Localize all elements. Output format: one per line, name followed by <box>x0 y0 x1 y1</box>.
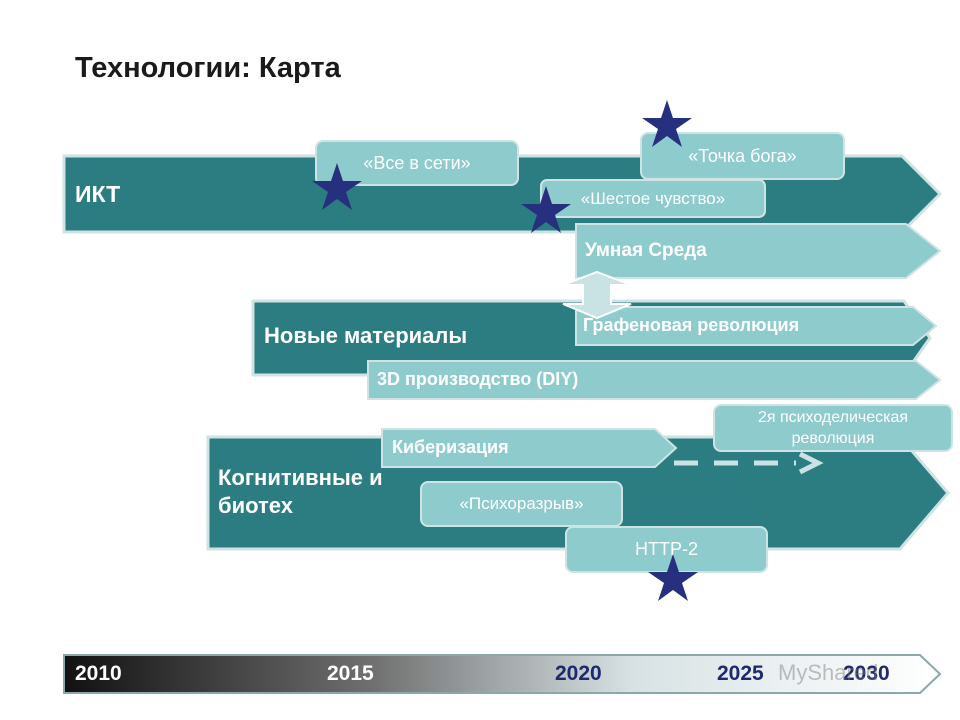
sixth-sense-box <box>540 179 766 218</box>
ict-label: ИКТ <box>75 181 121 207</box>
psychobreak-text: «Психоразрыв» <box>459 494 584 513</box>
psychobreak-box <box>420 481 623 527</box>
print3d-arrow <box>367 360 942 400</box>
all-online-text: «Все в сети» <box>363 152 471 173</box>
year-label: 2030 <box>843 662 890 685</box>
materials-label: Новые материалы <box>264 323 468 348</box>
double-arrow-icon <box>562 270 632 320</box>
dashed-arrow-icon <box>674 451 824 475</box>
year-label: 2015 <box>327 662 374 685</box>
all-online-box <box>315 140 519 186</box>
http2-text: HTTP-2 <box>635 539 698 559</box>
graphene-text: Графеновая революция <box>583 315 800 335</box>
star-icon <box>642 100 692 147</box>
graphene-arrow <box>575 306 938 346</box>
timeline-bar <box>63 654 942 694</box>
sixth-sense-text: «Шестое чувство» <box>580 188 726 208</box>
psychedelic-text: 2я психоделическая революция <box>757 409 909 447</box>
psychedelic-box <box>713 404 953 452</box>
print3d-text: 3D производство (DIY) <box>377 369 579 389</box>
cognitive-label: Когнитивные и биотех <box>218 465 383 518</box>
year-label: 2010 <box>75 662 122 685</box>
star-icon <box>521 186 571 233</box>
watermark-text: MyShared <box>778 660 879 685</box>
slide-title: Технологии: Карта <box>75 52 341 84</box>
year-label: 2020 <box>555 662 602 685</box>
year-label: 2025 <box>717 662 764 685</box>
smart-env-arrow <box>575 223 942 279</box>
cyber-arrow <box>381 428 678 468</box>
star-icon <box>648 554 698 601</box>
god-point-text: «Точка бога» <box>688 145 797 166</box>
star-icon <box>312 163 362 210</box>
smart-env-text: Умная Среда <box>585 240 707 261</box>
cyber-text: Киберизация <box>392 437 509 457</box>
